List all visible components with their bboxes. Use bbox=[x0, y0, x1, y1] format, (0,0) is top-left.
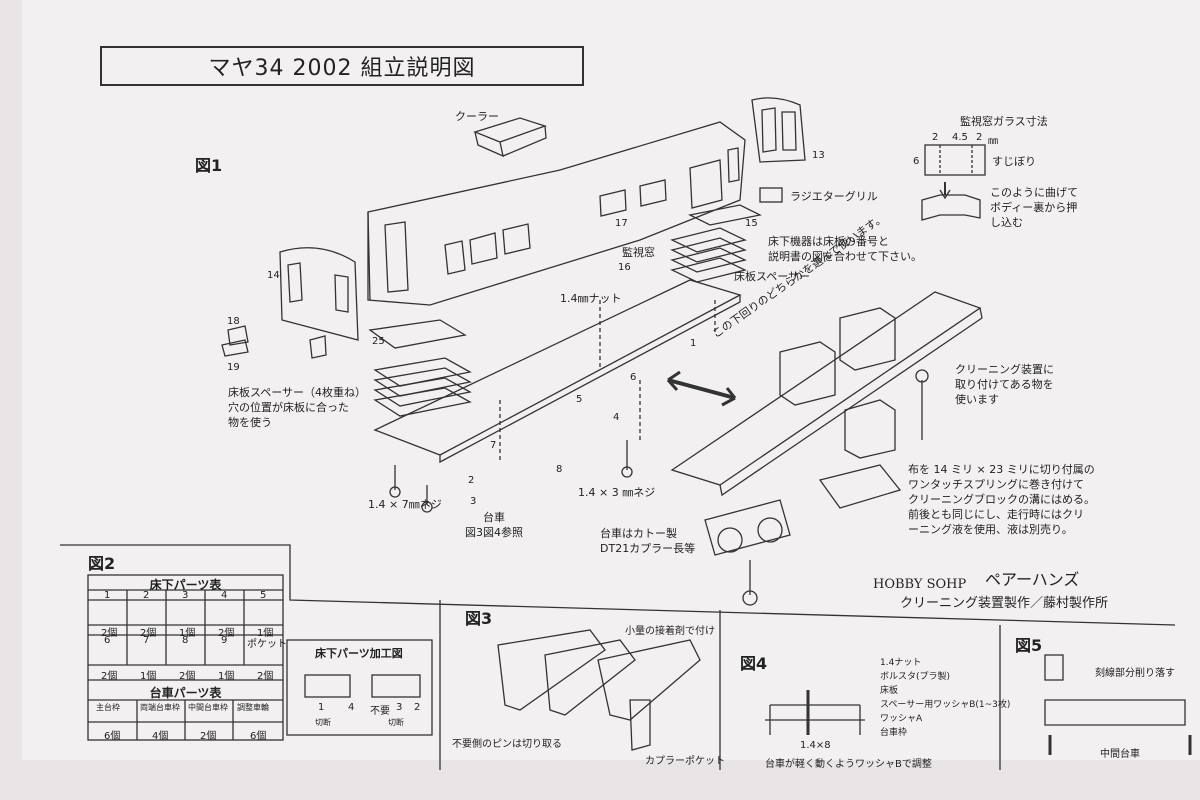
dim-side: 6 bbox=[913, 156, 920, 167]
window-glass-title: 監視窓ガラス寸法 bbox=[960, 115, 1048, 128]
fig3-note-top: 小量の接着剤で付け bbox=[625, 626, 715, 637]
fig3-label: 図3 bbox=[465, 609, 493, 628]
table-cell: 6個 bbox=[250, 731, 267, 742]
dim-1: 2 bbox=[932, 132, 939, 143]
fig4-parts: 1.4ナット ボルスタ(プラ製) 床板 スペーサー用ワッシャB(1~3枚) ワッ… bbox=[880, 658, 1011, 738]
nut-label: 1.4㎜ナット bbox=[560, 292, 622, 305]
table-cell: 2個 bbox=[257, 671, 274, 682]
table-header: 両端台車枠 bbox=[140, 703, 180, 712]
underfloor-note: 床下機器は床板の番号と 説明書の図を合わせて下さい。 bbox=[768, 235, 922, 263]
processing-label: 3 bbox=[396, 702, 403, 713]
table-cell: 2個 bbox=[218, 628, 235, 639]
table-cell: 1個 bbox=[179, 628, 196, 639]
part-number: 14 bbox=[267, 270, 280, 281]
dim-unit: ㎜ bbox=[988, 136, 998, 147]
coupler-pocket-label: カプラーポケット bbox=[645, 756, 725, 767]
part-number: 25 bbox=[372, 336, 385, 347]
table-header: 主台枠 bbox=[96, 703, 120, 712]
processing-label: 切断 bbox=[315, 718, 331, 727]
part-number: 19 bbox=[227, 362, 240, 373]
processing-label: 2 bbox=[414, 702, 421, 713]
instruction-sheet bbox=[22, 0, 1200, 760]
table-header: 4 bbox=[221, 590, 228, 601]
fig4-note: 台車が軽く動くようワッシャBで調整 bbox=[765, 759, 932, 770]
table-header: 中間台車枠 bbox=[188, 703, 228, 712]
processing-title: 床下パーツ加工図 bbox=[315, 647, 403, 660]
bend-note: このように曲げて ボディー裏から押 し込む bbox=[990, 186, 1078, 229]
part-number: 2 bbox=[468, 475, 475, 486]
part-number: 18 bbox=[227, 316, 240, 327]
part-number: 17 bbox=[615, 218, 628, 229]
table-cell: 2個 bbox=[140, 628, 157, 639]
groove-label: すじぼり bbox=[992, 155, 1036, 168]
cooler-label: クーラー bbox=[455, 110, 499, 123]
fig5-cut-note: 刻線部分削り落す bbox=[1095, 668, 1175, 679]
screw-3mm-label: 1.4 × 3 ㎜ネジ bbox=[578, 486, 656, 499]
fig4-label: 図4 bbox=[740, 654, 768, 673]
bogie-table-title: 台車パーツ表 bbox=[149, 686, 222, 700]
fig5-middle-label: 中間台車 bbox=[1100, 749, 1140, 760]
table-cell: 2個 bbox=[101, 628, 118, 639]
maker-name: ペアーハンズ bbox=[985, 570, 1080, 589]
part-number: 13 bbox=[812, 150, 825, 161]
table-header: 8 bbox=[182, 635, 189, 646]
part-number: 6 bbox=[630, 372, 637, 383]
bogie-label: 台車 図3図4参照 bbox=[465, 511, 523, 539]
spacer-note: 床板スペーサー（4枚重ね） 穴の位置が床板に合った 物を使う bbox=[228, 386, 367, 429]
table-header: 5 bbox=[260, 590, 267, 601]
dim-2: 4.5 bbox=[952, 132, 968, 143]
table-header: 1 bbox=[104, 590, 111, 601]
table-cell: 1個 bbox=[257, 628, 274, 639]
table-cell: 1個 bbox=[218, 671, 235, 682]
page-title: マヤ34 2002 組立説明図 bbox=[100, 46, 584, 86]
part-number: 15 bbox=[745, 218, 758, 229]
table-header: 9 bbox=[221, 635, 228, 646]
cleaning-note: クリーニング装置に 取り付けてある物を 使います bbox=[955, 363, 1054, 406]
watch-window-label: 監視窓 bbox=[622, 246, 655, 259]
floor-spacer-label: 床板スペーサー bbox=[734, 270, 811, 283]
table-cell: 2個 bbox=[179, 671, 196, 682]
table-cell: 4個 bbox=[152, 731, 169, 742]
radiator-grille-label: ラジエターグリル bbox=[790, 190, 878, 203]
table-header: 6 bbox=[104, 635, 111, 646]
dim-3: 2 bbox=[976, 132, 983, 143]
table-header: 7 bbox=[143, 635, 150, 646]
fig5-label: 図5 bbox=[1015, 636, 1043, 655]
maker-sub: クリーニング装置製作／藤村製作所 bbox=[900, 596, 1109, 611]
cloth-note: 布を 14 ミリ × 23 ミリに切り付属の ワンタッチスプリングに巻き付けて … bbox=[908, 463, 1095, 536]
table-header: 2 bbox=[143, 590, 150, 601]
part-number: 16 bbox=[618, 262, 631, 273]
part-number: 4 bbox=[613, 412, 620, 423]
fig2-label: 図2 bbox=[88, 554, 116, 573]
bogie-kato-note: 台車はカトー製 DT21カプラー長等 bbox=[600, 527, 696, 555]
table-cell: 2個 bbox=[200, 731, 217, 742]
part-number: 7 bbox=[490, 440, 497, 451]
fig3-note-bottom: 不要側のピンは切り取る bbox=[452, 739, 562, 750]
part-number: 5 bbox=[576, 394, 583, 405]
processing-label: 不要 bbox=[370, 706, 390, 717]
fig1-label: 図1 bbox=[195, 156, 223, 175]
processing-label: 1 bbox=[318, 702, 325, 713]
part-number: 3 bbox=[470, 496, 477, 507]
brand-label: HOBBY SOHP bbox=[873, 577, 967, 592]
table-cell: 1個 bbox=[140, 671, 157, 682]
screw-7mm-label: 1.4 × 7㎜ネジ bbox=[368, 498, 442, 511]
part-number: 8 bbox=[556, 464, 563, 475]
underfloor-table-title: 床下パーツ表 bbox=[149, 578, 222, 592]
part-number: 1 bbox=[690, 338, 697, 349]
processing-label: 切断 bbox=[388, 718, 404, 727]
table-cell: 6個 bbox=[104, 731, 121, 742]
table-header: 調整車輪 bbox=[237, 703, 269, 712]
table-header: 3 bbox=[182, 590, 189, 601]
fig4-screw: 1.4×8 bbox=[800, 740, 831, 751]
table-cell: 2個 bbox=[101, 671, 118, 682]
processing-label: 4 bbox=[348, 702, 355, 713]
table-header: ポケット bbox=[247, 639, 287, 650]
